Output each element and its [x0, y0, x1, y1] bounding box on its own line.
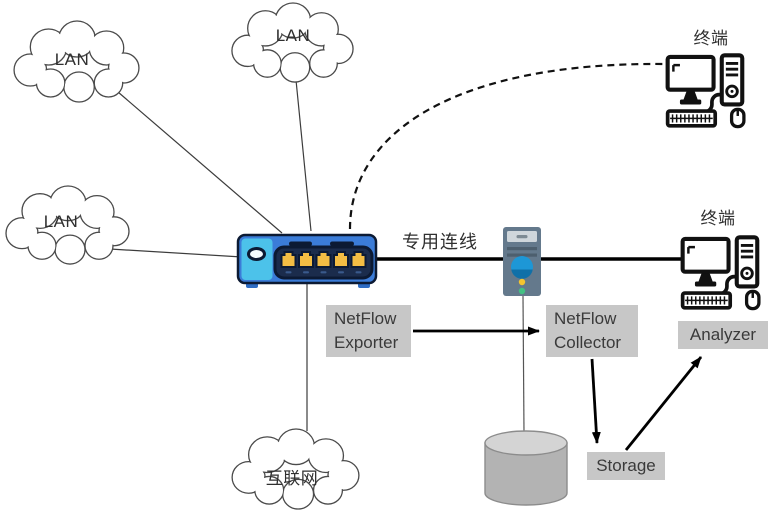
terminal-label-bottom: 终端	[700, 209, 736, 228]
terminal-icon-bottom	[683, 237, 759, 308]
cloud-label-lan-left: LAN	[43, 212, 79, 231]
ethernet-ports	[280, 251, 367, 268]
terminal-icon-top	[668, 55, 744, 126]
server-icon	[503, 227, 541, 296]
cloud-lan-left	[5, 185, 130, 265]
link-lan3-switch	[109, 248, 243, 258]
cloud-lan-top-left	[13, 20, 140, 103]
flow-arrows	[413, 326, 703, 451]
netflow-collector-box: NetFlow Collector	[546, 305, 638, 357]
netflow-exporter-box: NetFlow Exporter	[326, 305, 411, 357]
arrow-storage-to-analyzer	[624, 356, 703, 451]
clouds-layer	[5, 2, 360, 510]
netflow-collector-line1: NetFlow	[554, 309, 617, 328]
cloud-label-lan-top-center: LAN	[275, 26, 311, 45]
cloud-label-lan-top-left: LAN	[54, 50, 90, 69]
cloud-label-internet: 互联网	[265, 469, 319, 488]
netflow-exporter-line2: Exporter	[334, 333, 399, 352]
cloud-lan-top-center	[231, 2, 354, 83]
arrow-collector-to-storage	[590, 358, 601, 444]
storage-box: Storage	[587, 452, 665, 480]
netflow-collector-line2: Collector	[554, 333, 622, 352]
dedicated-link-label: 专用连线	[402, 232, 478, 252]
analyzer-box: Analyzer	[678, 321, 768, 349]
link-lan2-switch	[295, 79, 312, 232]
netflow-exporter-line1: NetFlow	[334, 309, 397, 328]
cloud-internet	[231, 428, 360, 510]
link-lan1-switch	[117, 91, 283, 234]
link-server-database	[522, 295, 525, 434]
switch-icon	[236, 233, 378, 288]
dashed-mirror-link	[348, 62, 665, 230]
database-cylinder	[484, 430, 568, 506]
terminal-label-top: 终端	[693, 29, 729, 48]
connection-lines	[109, 79, 525, 434]
